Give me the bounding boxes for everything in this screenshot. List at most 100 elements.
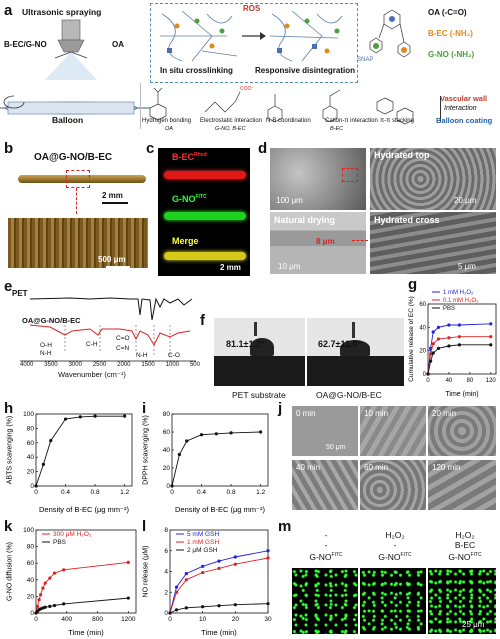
d-natural: Natural drying — [274, 215, 336, 225]
y-tick-label: 20 — [27, 593, 35, 600]
y-tick-label: 100 — [23, 411, 34, 418]
x-tick-label: 40 — [446, 378, 453, 384]
data-point — [233, 603, 237, 607]
x-tick-label: 0 — [168, 616, 172, 623]
zoom-arrow — [76, 188, 77, 214]
x-axis-label: Time (min) — [68, 628, 104, 637]
e-ann-cn: C=N — [116, 345, 130, 352]
x-tick-label: 0.8 — [227, 489, 236, 496]
source-gno-bec: G-NO, B-EC — [215, 126, 246, 132]
series-line — [171, 431, 261, 487]
x-axis-label: Time (min) — [201, 628, 237, 637]
fitc-channel — [164, 212, 246, 220]
y-tick-label: 8 — [164, 527, 168, 534]
data-point — [126, 596, 130, 600]
pet-spectrum — [29, 297, 193, 321]
d-arrow — [352, 240, 368, 241]
data-point — [168, 611, 172, 615]
sem-hydrated-cross — [370, 212, 496, 274]
j-t4: 60 min — [364, 463, 389, 472]
substrate-pet — [214, 356, 305, 386]
data-point — [63, 417, 68, 421]
panel-label-m: m — [278, 518, 292, 535]
data-point — [201, 605, 205, 609]
y-tick-label: 80 — [27, 425, 35, 432]
balloon-coating-label: Balloon coating — [436, 116, 493, 125]
b-scalebar2 — [106, 266, 130, 268]
interaction-electrostatic: Electrostatic interaction — [200, 118, 263, 124]
data-point — [174, 590, 179, 594]
m-scale: 25 μm — [462, 620, 485, 629]
legend-bec: B-EC (-NH₂) — [428, 29, 473, 38]
e-ann-ch: C-H — [86, 341, 98, 348]
data-point — [266, 602, 270, 606]
source-oa: OA — [165, 126, 173, 132]
data-point — [48, 604, 52, 608]
e-ann-nh2: N-H — [136, 352, 148, 359]
data-point — [214, 432, 218, 436]
data-point — [126, 560, 130, 564]
y-tick-label: 20 — [27, 469, 35, 476]
data-point — [174, 585, 179, 589]
data-point — [457, 323, 461, 327]
sem-0min — [292, 406, 358, 456]
zoomed-balloon-photo — [8, 218, 148, 268]
d-scale2: 10 μm — [278, 262, 301, 271]
data-point — [457, 343, 461, 347]
mechanism-box — [150, 3, 358, 83]
left-reagent: B-EC/G-NO — [4, 40, 47, 49]
data-point — [233, 562, 237, 566]
c-ch1: B-ECRhod — [172, 152, 207, 162]
sem-overview — [270, 148, 366, 210]
sem-natural — [270, 212, 366, 274]
b-scale1: 2 mm — [102, 191, 123, 200]
b-scale2: 500 μm — [98, 255, 126, 264]
panel-label-d: d — [258, 140, 268, 157]
data-point — [429, 352, 433, 356]
data-point — [489, 322, 493, 326]
balloon-photo — [18, 175, 146, 183]
legend-entry: 300 μM H₂O₂ — [53, 531, 92, 538]
c-ch2: G-NOFITC — [172, 194, 207, 204]
x-tick-label: 10 — [199, 616, 207, 623]
x-tick-label: 1200 — [121, 616, 136, 623]
data-point — [489, 335, 493, 339]
data-point — [233, 555, 237, 559]
y-tick-label: 60 — [27, 440, 35, 447]
data-point — [201, 564, 205, 568]
y-axis-label: DPPH scavenging (%) — [143, 415, 150, 485]
y-tick-label: 20 — [419, 349, 426, 355]
sem-40min — [292, 460, 358, 510]
legend-entry: 5 mM GSH — [187, 531, 219, 538]
x-tick-label: 0 — [34, 489, 38, 496]
legend-entry: 1 mM H₂O₂ — [443, 290, 474, 296]
y-tick-label: 0 — [164, 610, 168, 617]
panel-label-g: g — [408, 276, 418, 293]
data-point — [184, 571, 188, 576]
y-axis-label: ABTS scavenging (%) — [7, 416, 14, 484]
right-reagent: OA — [112, 40, 124, 49]
d-zoom-box — [342, 168, 358, 182]
y-tick-label: 20 — [163, 465, 171, 472]
y-tick-label: 80 — [27, 544, 35, 551]
data-point — [43, 605, 47, 609]
data-point — [217, 604, 221, 608]
d-scale1: 100 μm — [276, 196, 303, 205]
data-point — [431, 351, 435, 355]
x-tick-label: 0.4 — [197, 489, 206, 496]
sem-10min — [360, 406, 426, 456]
interaction-arrow — [440, 96, 441, 122]
y-tick-label: 0 — [30, 483, 34, 490]
j-t1: 10 min — [364, 409, 389, 418]
m-col1-header: --G-NOFITC — [309, 530, 343, 562]
interaction-divider — [140, 83, 441, 129]
y-tick-label: 0 — [166, 483, 170, 490]
x-tick-label: 0 — [170, 489, 174, 496]
droplet-pet — [250, 338, 274, 356]
data-point — [436, 346, 441, 350]
d-scale4: 5 μm — [458, 262, 476, 271]
